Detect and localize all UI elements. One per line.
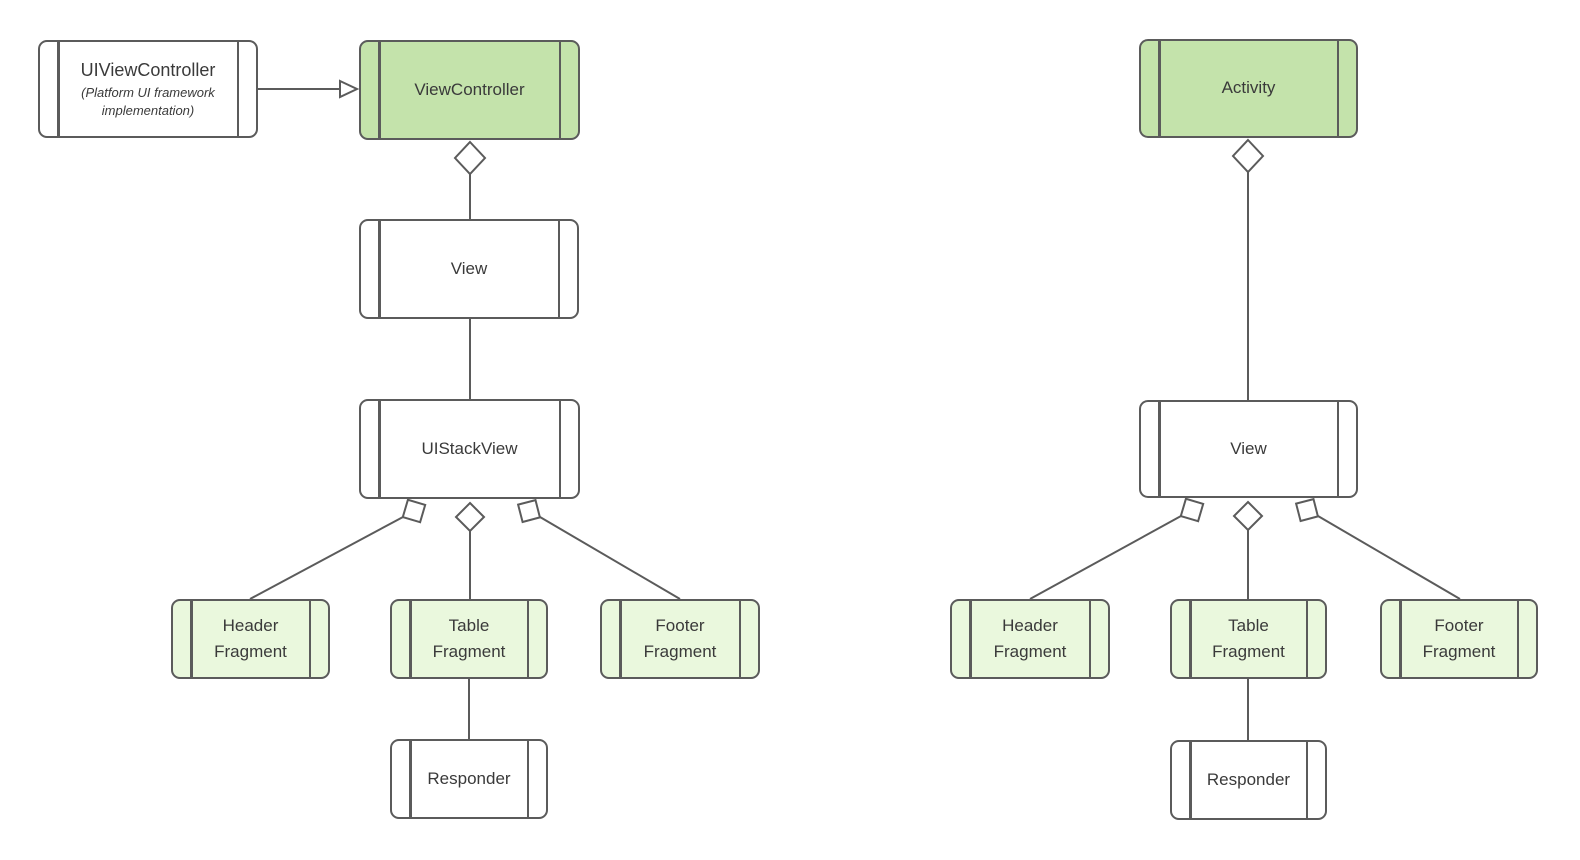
node-left-rail <box>378 221 381 317</box>
node-left-rail <box>1158 41 1161 136</box>
open-arrowhead-icon <box>339 79 360 99</box>
node-right-rail <box>526 601 529 677</box>
aggregation-diamond-icon <box>453 140 487 176</box>
node-right-rail <box>526 741 529 817</box>
node-uistackview[interactable]: UIStackView <box>359 399 580 499</box>
node-left-rail <box>969 601 972 677</box>
node-label: UIStackView <box>421 438 518 458</box>
node-left-rail <box>619 601 622 677</box>
node-right-rail <box>1088 601 1091 677</box>
node-left-rail <box>1189 601 1192 677</box>
node-right-rail <box>1305 742 1308 818</box>
node-right-rail <box>236 42 239 136</box>
node-label: View <box>450 258 488 278</box>
node-subtitle: (Platform UI framework implementation) <box>81 85 215 118</box>
node-header-fragment-left[interactable]: Header Fragment <box>171 599 330 679</box>
node-table-fragment-left[interactable]: Table Fragment <box>390 599 548 679</box>
node-responder-left[interactable]: Responder <box>390 739 548 819</box>
node-left-rail <box>378 42 381 138</box>
node-left-rail <box>409 741 412 817</box>
node-responder-right[interactable]: Responder <box>1170 740 1327 820</box>
node-label: Responder <box>1206 769 1291 789</box>
node-left-rail <box>1158 402 1161 496</box>
aggregation-diamond-icon <box>1179 497 1205 523</box>
node-footer-fragment-right[interactable]: Footer Fragment <box>1380 599 1538 679</box>
node-left-rail <box>1399 601 1402 677</box>
node-label: Footer Fragment <box>1422 615 1496 661</box>
node-right-rail <box>557 221 560 317</box>
node-table-fragment-right[interactable]: Table Fragment <box>1170 599 1327 679</box>
node-right-rail <box>1516 601 1519 677</box>
node-label: Activity <box>1221 78 1276 98</box>
node-label: ViewController <box>414 79 525 99</box>
node-label: Footer Fragment <box>643 615 717 661</box>
aggregation-diamond-icon <box>1231 138 1265 174</box>
node-right-rail <box>738 601 741 677</box>
node-view-right[interactable]: View <box>1139 400 1358 498</box>
node-label: Header Fragment <box>214 615 287 661</box>
node-viewcontroller[interactable]: ViewController <box>359 40 580 140</box>
node-right-rail <box>1305 601 1308 677</box>
node-right-rail <box>1336 402 1339 496</box>
node-label: Responder <box>427 768 511 788</box>
node-uiviewcontroller-note[interactable]: UIViewController (Platform UI framework … <box>38 40 258 138</box>
line-uistackview-header <box>249 516 404 600</box>
node-label: Table Fragment <box>1212 615 1285 661</box>
node-left-rail <box>190 601 193 677</box>
node-label: Table Fragment <box>432 615 506 661</box>
node-activity[interactable]: Activity <box>1139 39 1358 138</box>
node-left-rail <box>378 401 381 497</box>
line-uistackview-footer <box>539 516 681 600</box>
node-right-rail <box>1336 41 1339 136</box>
node-left-rail <box>409 601 412 677</box>
aggregation-diamond-icon <box>401 498 427 524</box>
node-right-rail <box>558 42 561 138</box>
node-footer-fragment-left[interactable]: Footer Fragment <box>600 599 760 679</box>
node-left-rail <box>1189 742 1192 818</box>
node-title: UIViewController <box>80 59 216 80</box>
aggregation-diamond-icon <box>516 498 542 524</box>
node-label: Header Fragment <box>993 615 1067 661</box>
aggregation-diamond-icon <box>1232 500 1264 532</box>
aggregation-diamond-icon <box>1294 497 1320 523</box>
aggregation-diamond-icon <box>454 501 486 533</box>
node-label: View <box>1230 438 1267 458</box>
node-right-rail <box>558 401 561 497</box>
line-view-header <box>1029 515 1182 600</box>
node-header-fragment-right[interactable]: Header Fragment <box>950 599 1110 679</box>
node-left-rail <box>57 42 60 136</box>
line-view-footer <box>1317 515 1461 600</box>
node-right-rail <box>308 601 311 677</box>
node-view-left[interactable]: View <box>359 219 579 319</box>
